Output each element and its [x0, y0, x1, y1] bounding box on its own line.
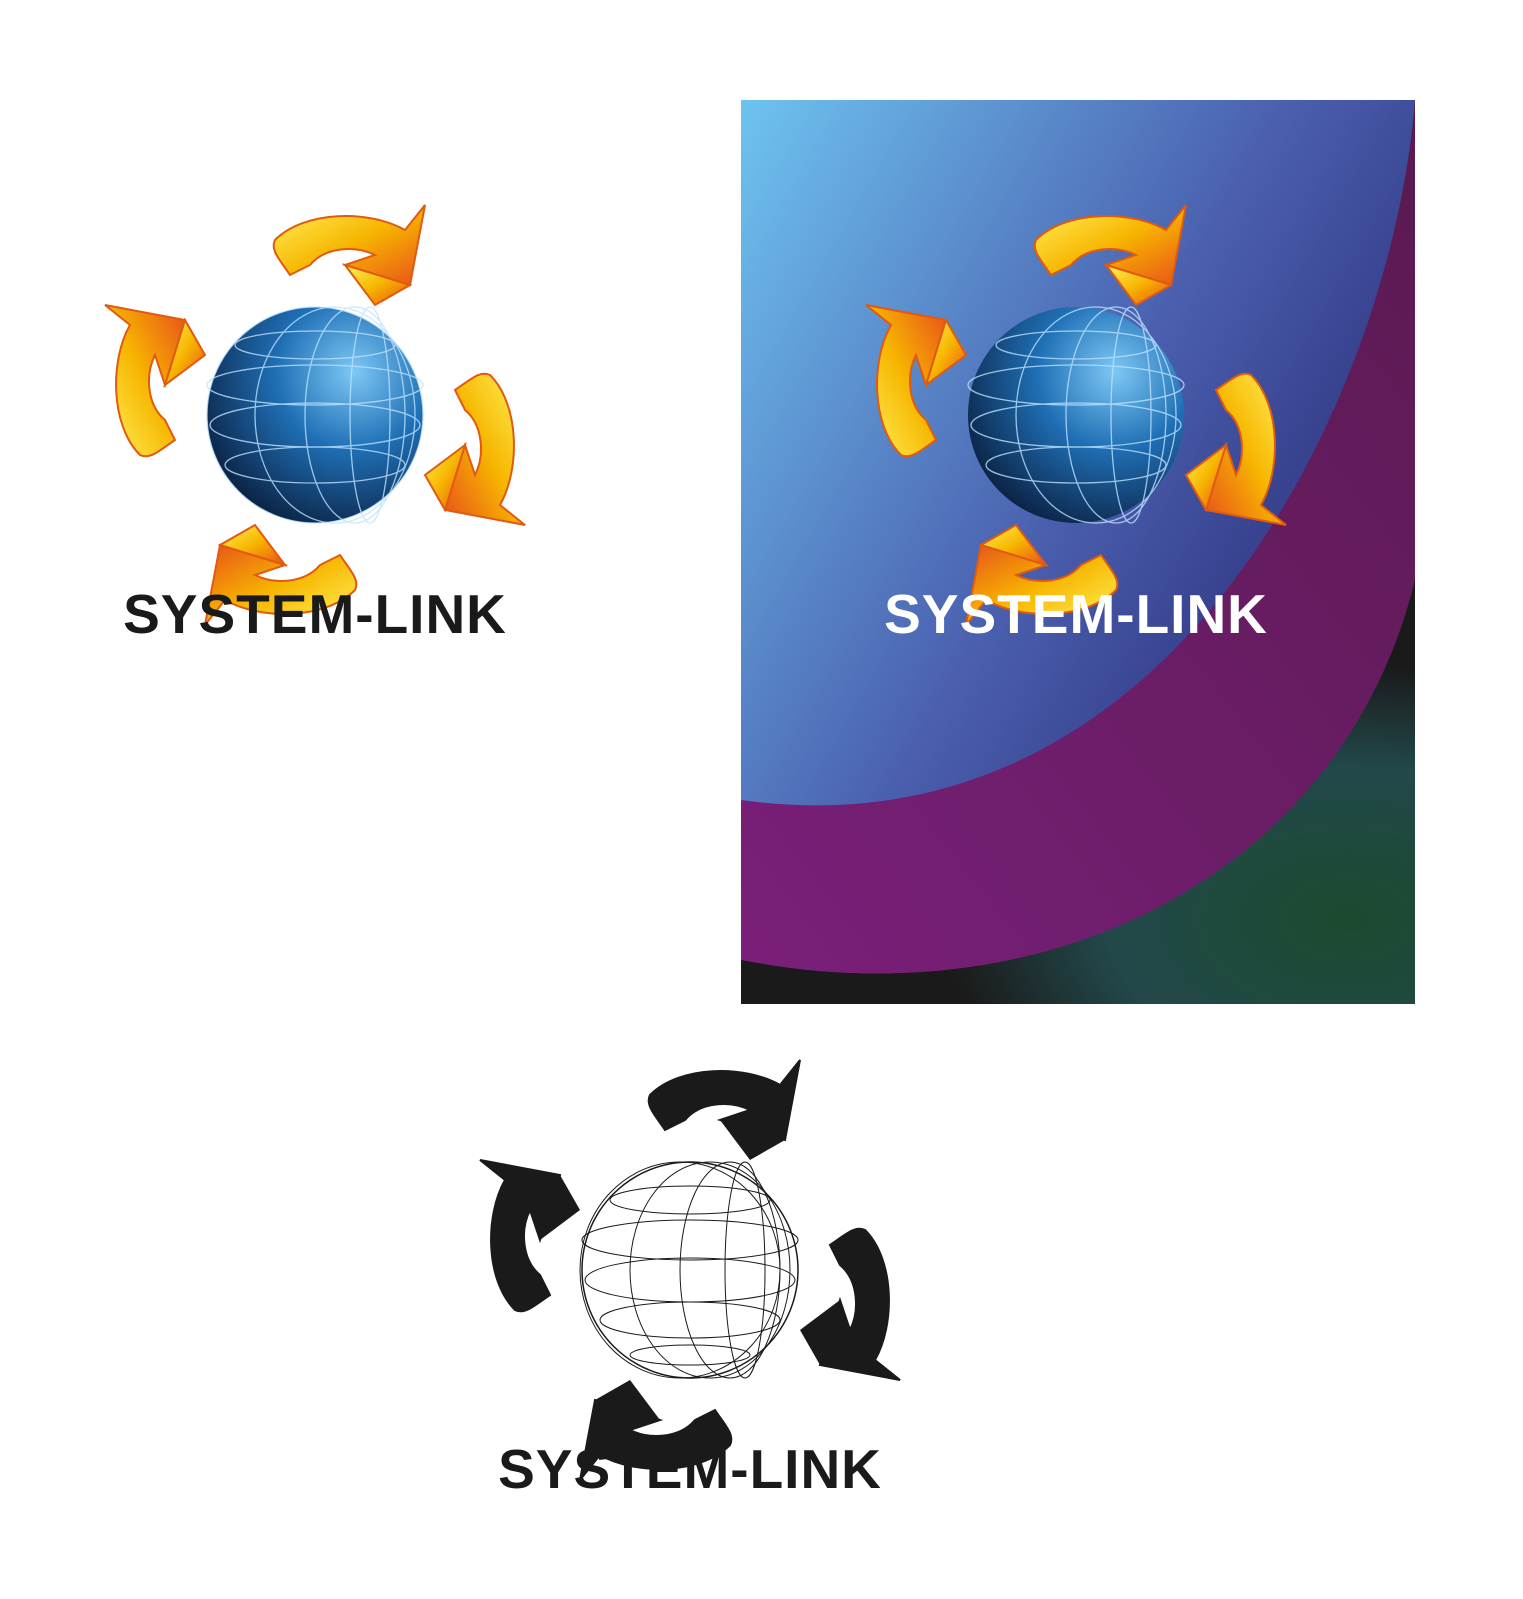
brand-name: SYSTEM-LINK [884, 583, 1268, 645]
poster-logo: SYSTEM-LINK [856, 204, 1296, 650]
mono-logo: SYSTEM-LINK [470, 1059, 910, 1505]
brand-name: SYSTEM-LINK [123, 583, 507, 645]
brand-name: SYSTEM-LINK [498, 1438, 882, 1500]
globe-ribbon-emblem-icon [104, 204, 526, 626]
poster-card: SYSTEM-LINK [741, 100, 1415, 1004]
color-logo: SYSTEM-LINK [95, 204, 535, 650]
globe-ribbon-emblem-icon [479, 1059, 901, 1481]
globe-ribbon-emblem-icon [865, 204, 1287, 626]
